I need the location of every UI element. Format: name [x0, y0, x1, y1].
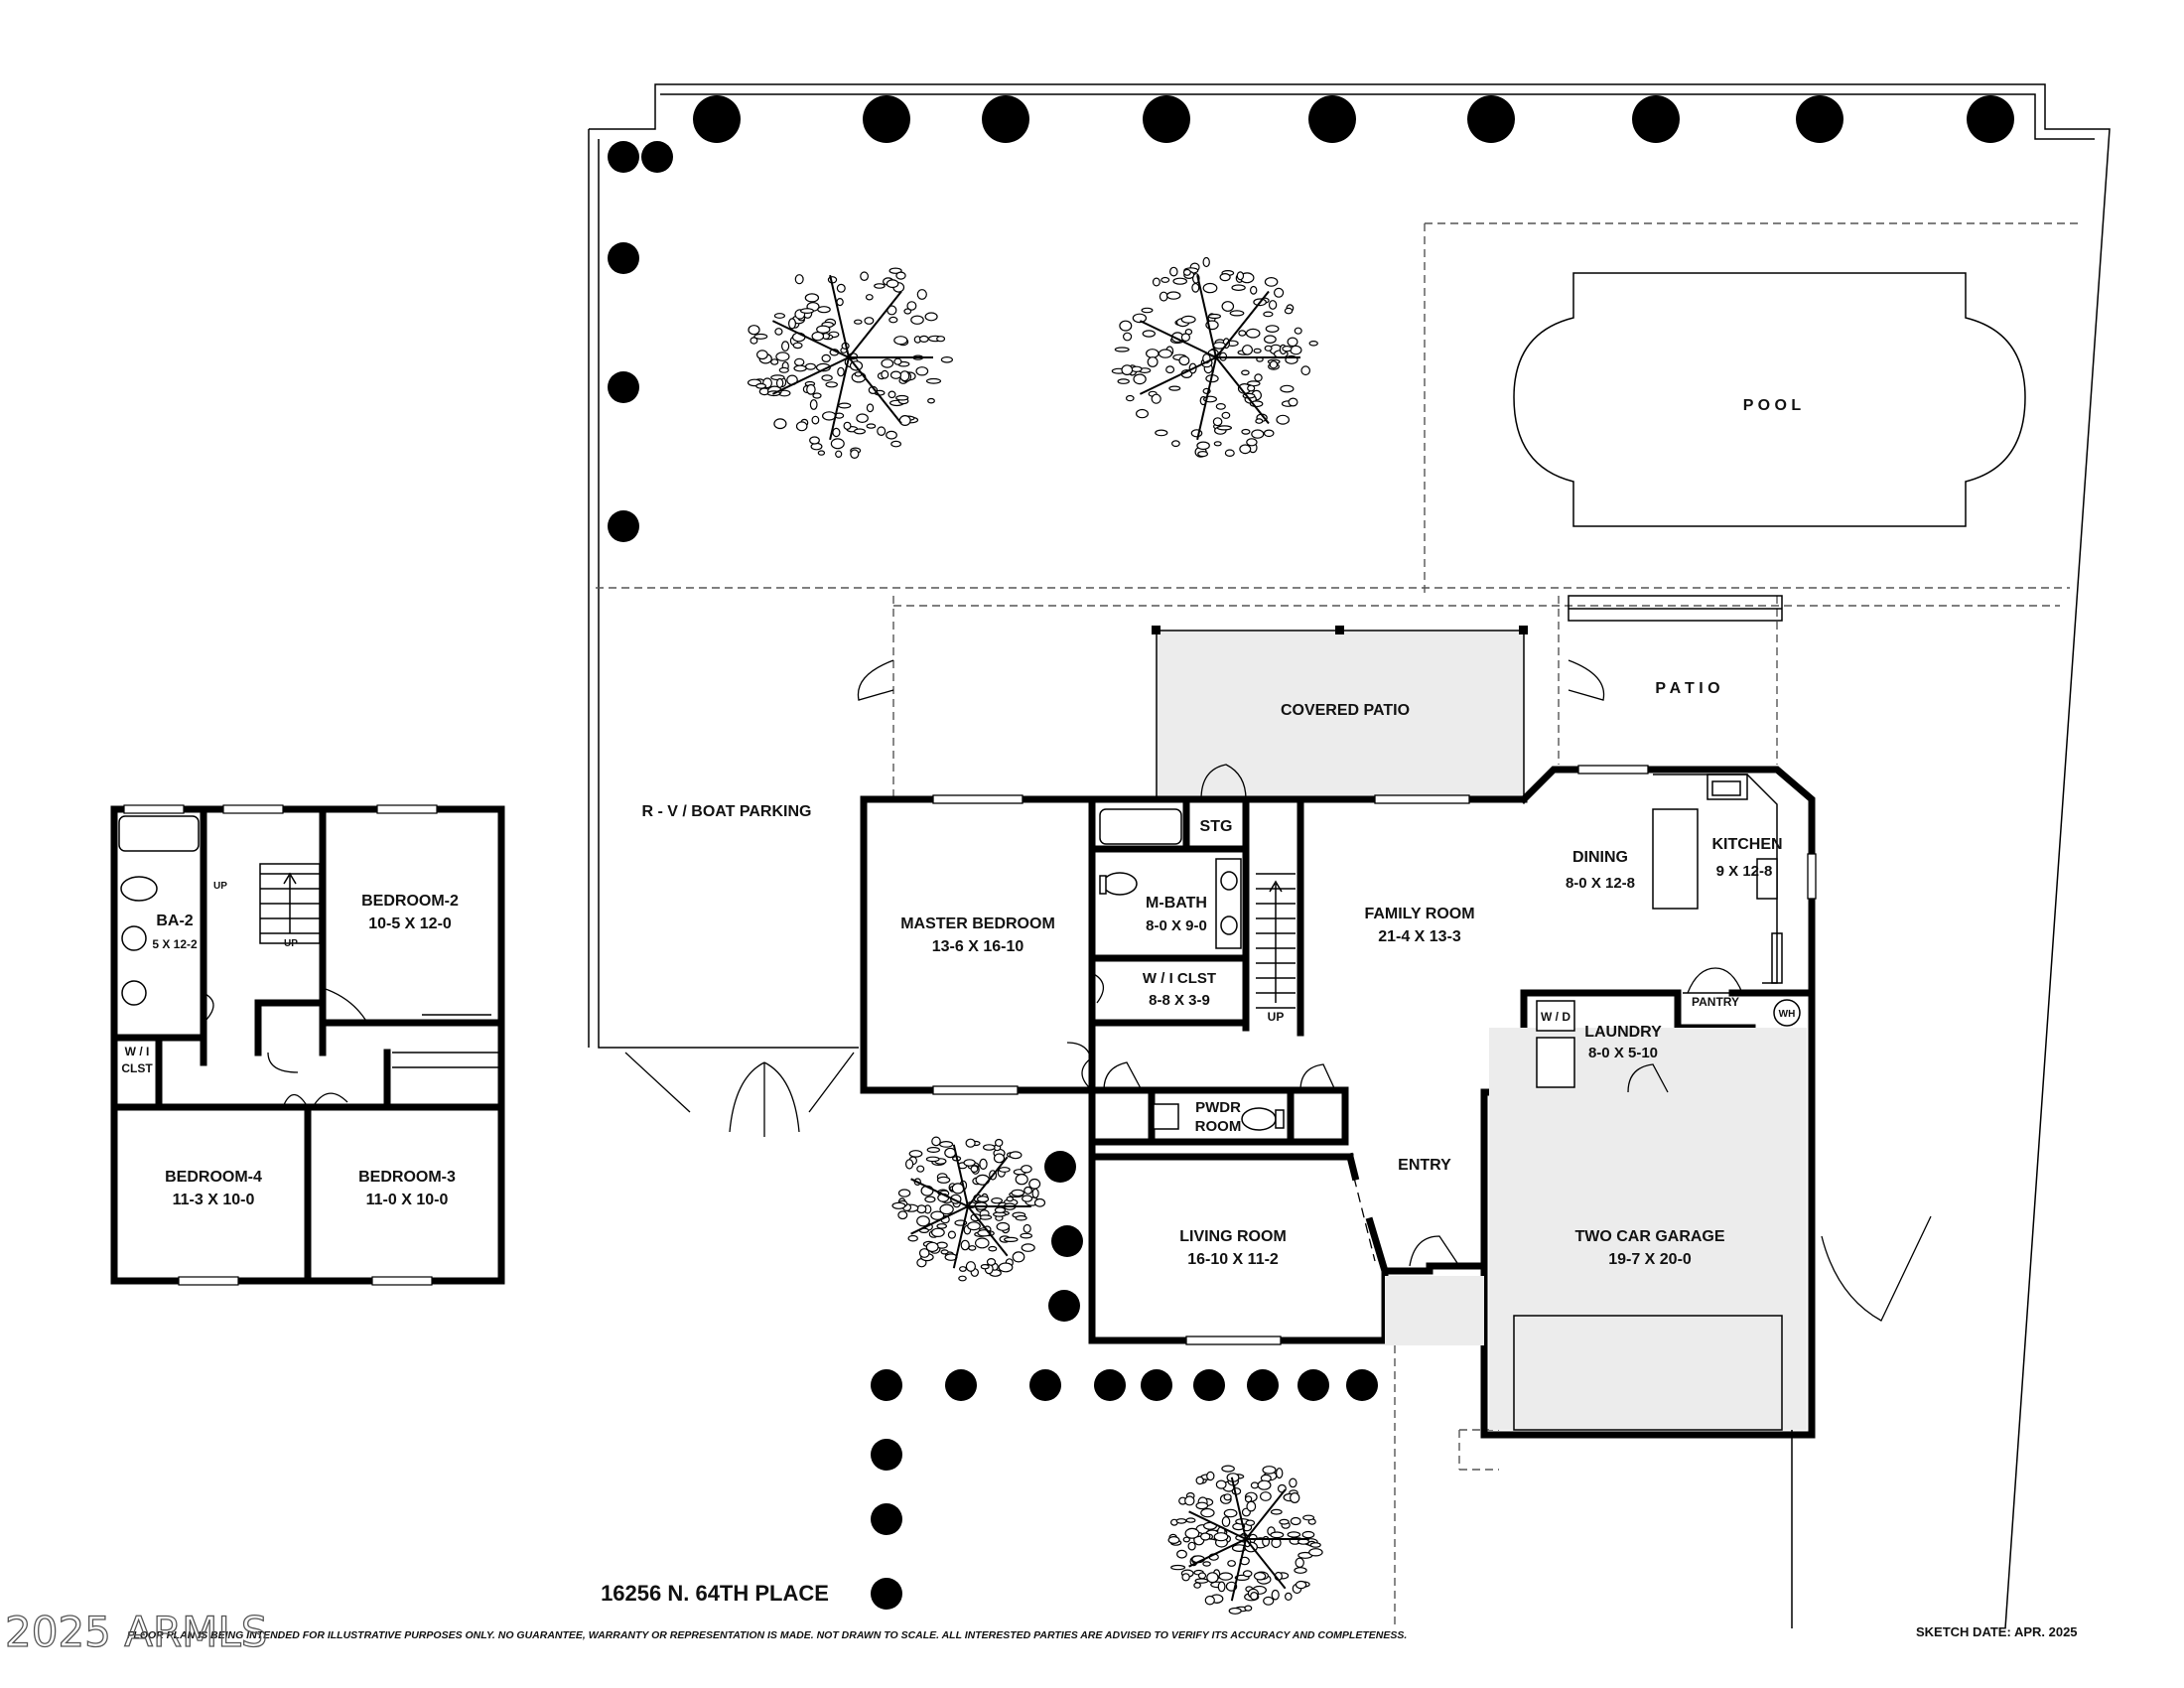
laundry-name: LAUNDRY [1584, 1024, 1662, 1041]
shrub [1247, 1369, 1279, 1401]
tree [891, 1136, 1046, 1282]
shrub [608, 242, 639, 274]
shrub [863, 95, 910, 143]
ba2-name: BA-2 [156, 913, 193, 929]
tree [1167, 1465, 1323, 1615]
shrub [1048, 1290, 1080, 1322]
shrub [1029, 1369, 1061, 1401]
pantry-label: PANTRY [1692, 995, 1739, 1009]
kitchen-size: 9 X 12-8 [1716, 863, 1773, 880]
gates [624, 659, 1932, 1322]
patio-label: P A T I O [1655, 680, 1719, 697]
family-room-name: FAMILY ROOM [1364, 906, 1474, 922]
family-room-size: 21-4 X 13-3 [1378, 928, 1461, 945]
address-label: 16256 N. 64TH PLACE [601, 1581, 829, 1606]
shrub [1308, 95, 1356, 143]
shrub [871, 1503, 902, 1535]
m-bath-size: 8-0 X 9-0 [1146, 917, 1207, 934]
shrub [1632, 95, 1680, 143]
shrub [1967, 95, 2014, 143]
bedroom4-name: BEDROOM-4 [165, 1169, 262, 1186]
pwdr-room-label: ROOM [1195, 1118, 1242, 1135]
shrub [1193, 1369, 1225, 1401]
shrub [871, 1578, 902, 1610]
shrub [608, 371, 639, 403]
trees [747, 256, 1323, 1615]
shrub [1044, 1151, 1076, 1183]
sketch-date: SKETCH DATE: APR. 2025 [1916, 1624, 2078, 1639]
master-bedroom-size: 13-6 X 16-10 [932, 938, 1024, 955]
m-bath-name: M-BATH [1146, 895, 1207, 912]
dining-name: DINING [1572, 849, 1628, 866]
garage-floor [1385, 1028, 1807, 1431]
shrub [982, 95, 1029, 143]
wd-label: W / D [1541, 1010, 1570, 1024]
shrub [608, 510, 639, 542]
covered-patio: COVERED PATIO [1152, 626, 1528, 799]
upper-stair-up-label: UP [284, 938, 298, 949]
shrub [945, 1369, 977, 1401]
living-room-name: LIVING ROOM [1179, 1228, 1287, 1245]
upper-wi-clst-line1: W / I [125, 1045, 150, 1058]
wh-label: WH [1779, 1009, 1796, 1020]
shrub [641, 141, 673, 173]
living-room-size: 16-10 X 11-2 [1187, 1251, 1279, 1268]
kitchen-name: KITCHEN [1711, 836, 1782, 853]
upper-stair-up-label-2: UP [213, 881, 227, 892]
master-bedroom-name: MASTER BEDROOM [900, 915, 1055, 932]
shrub [608, 141, 639, 173]
shrub [1094, 1369, 1126, 1401]
pwdr-label: PWDR [1195, 1099, 1241, 1116]
shrub [1796, 95, 1843, 143]
doors [1066, 764, 1669, 1267]
ba2-size: 5 X 12-2 [152, 937, 198, 951]
room-labels: MASTER BEDROOM 13-6 X 16-10 FAMILY ROOM … [900, 818, 1795, 1268]
garage-name: TWO CAR GARAGE [1574, 1228, 1724, 1245]
shrub [1467, 95, 1515, 143]
garage-size: 19-7 X 20-0 [1608, 1251, 1692, 1268]
disclaimer-text: FLOOR PLAN IS BEING INTENDED FOR ILLUSTR… [127, 1629, 1407, 1641]
main-stair-up-label: UP [1268, 1010, 1285, 1024]
shrub [1143, 95, 1190, 143]
upper-wi-clst-line2: CLST [121, 1061, 153, 1075]
bedroom4-size: 11-3 X 10-0 [173, 1192, 255, 1208]
shrub [1346, 1369, 1378, 1401]
wi-clst-size: 8-8 X 3-9 [1149, 992, 1210, 1009]
bedroom2-name: BEDROOM-2 [361, 893, 459, 910]
laundry-size: 8-0 X 5-10 [1588, 1045, 1658, 1061]
laundry-fixtures: W / D [1536, 1000, 1575, 1088]
main-stair: UP [1256, 873, 1296, 1024]
shrub [871, 1439, 902, 1471]
kitchen-counters [1652, 774, 1783, 984]
bedroom3-name: BEDROOM-3 [358, 1169, 456, 1186]
yard-lines [596, 222, 2080, 1628]
covered-patio-label: COVERED PATIO [1281, 702, 1410, 719]
master-bath-fixtures [1099, 808, 1285, 1131]
shrub [1051, 1225, 1083, 1257]
shrub [1141, 1369, 1172, 1401]
rv-parking-label: R - V / BOAT PARKING [642, 803, 812, 820]
wi-clst-name: W / I CLST [1143, 970, 1216, 987]
bedroom2-size: 10-5 X 12-0 [368, 915, 452, 932]
stg-label: STG [1200, 818, 1233, 835]
shrub [871, 1369, 902, 1401]
lot-boundary [588, 83, 2111, 1629]
steps [1568, 595, 1783, 622]
pool-label: P O O L [1743, 397, 1802, 414]
shrub [693, 95, 741, 143]
tree [1111, 256, 1318, 458]
pool: P O O L [1513, 272, 2026, 527]
bedroom3-size: 11-0 X 10-0 [366, 1192, 449, 1208]
dining-size: 8-0 X 12-8 [1566, 875, 1635, 892]
tree [747, 267, 954, 459]
upper-floor: UP UP BA-2 5 X 12-2 BEDROOM-2 10-5 X 12-… [110, 804, 505, 1286]
entry-label: ENTRY [1398, 1157, 1451, 1174]
watermark: 2025 ARMLS [5, 1608, 267, 1656]
shrub [1297, 1369, 1329, 1401]
windows [932, 765, 1817, 1345]
pantry-wh [1683, 967, 1801, 1027]
shrubs [608, 95, 2014, 1610]
